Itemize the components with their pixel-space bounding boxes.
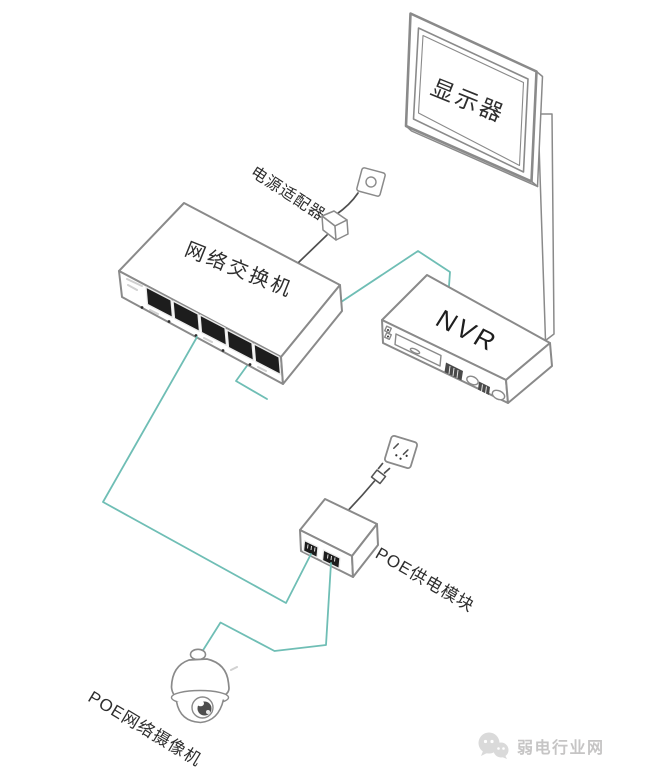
power-adapter-group (298, 167, 386, 263)
poe-injector-box (299, 498, 379, 578)
poe-camera-device (170, 648, 238, 724)
nvr-device (381, 274, 553, 404)
monitor-nvr-cable (537, 113, 555, 342)
cable-switch-to-poe (102, 336, 312, 604)
wall-outlet-top (356, 167, 386, 197)
monitor-device (404, 12, 544, 188)
watermark: 弱电行业网 (477, 731, 605, 761)
poe-injector-group (299, 434, 419, 578)
watermark-text: 弱电行业网 (517, 740, 605, 757)
network-switch (118, 202, 343, 385)
adapter-to-switch-cable (298, 234, 328, 263)
switch-ports (145, 286, 282, 376)
wall-outlet-poe (383, 434, 419, 470)
chat-bubbles-icon (478, 732, 509, 759)
plug-cord (347, 480, 376, 511)
outlet-to-adapter-cable (334, 192, 359, 216)
cable-stub-switch-port (235, 362, 268, 400)
power-plug (347, 462, 391, 511)
cable-poe-to-camera (199, 562, 332, 656)
power-adapter-box (321, 210, 349, 241)
